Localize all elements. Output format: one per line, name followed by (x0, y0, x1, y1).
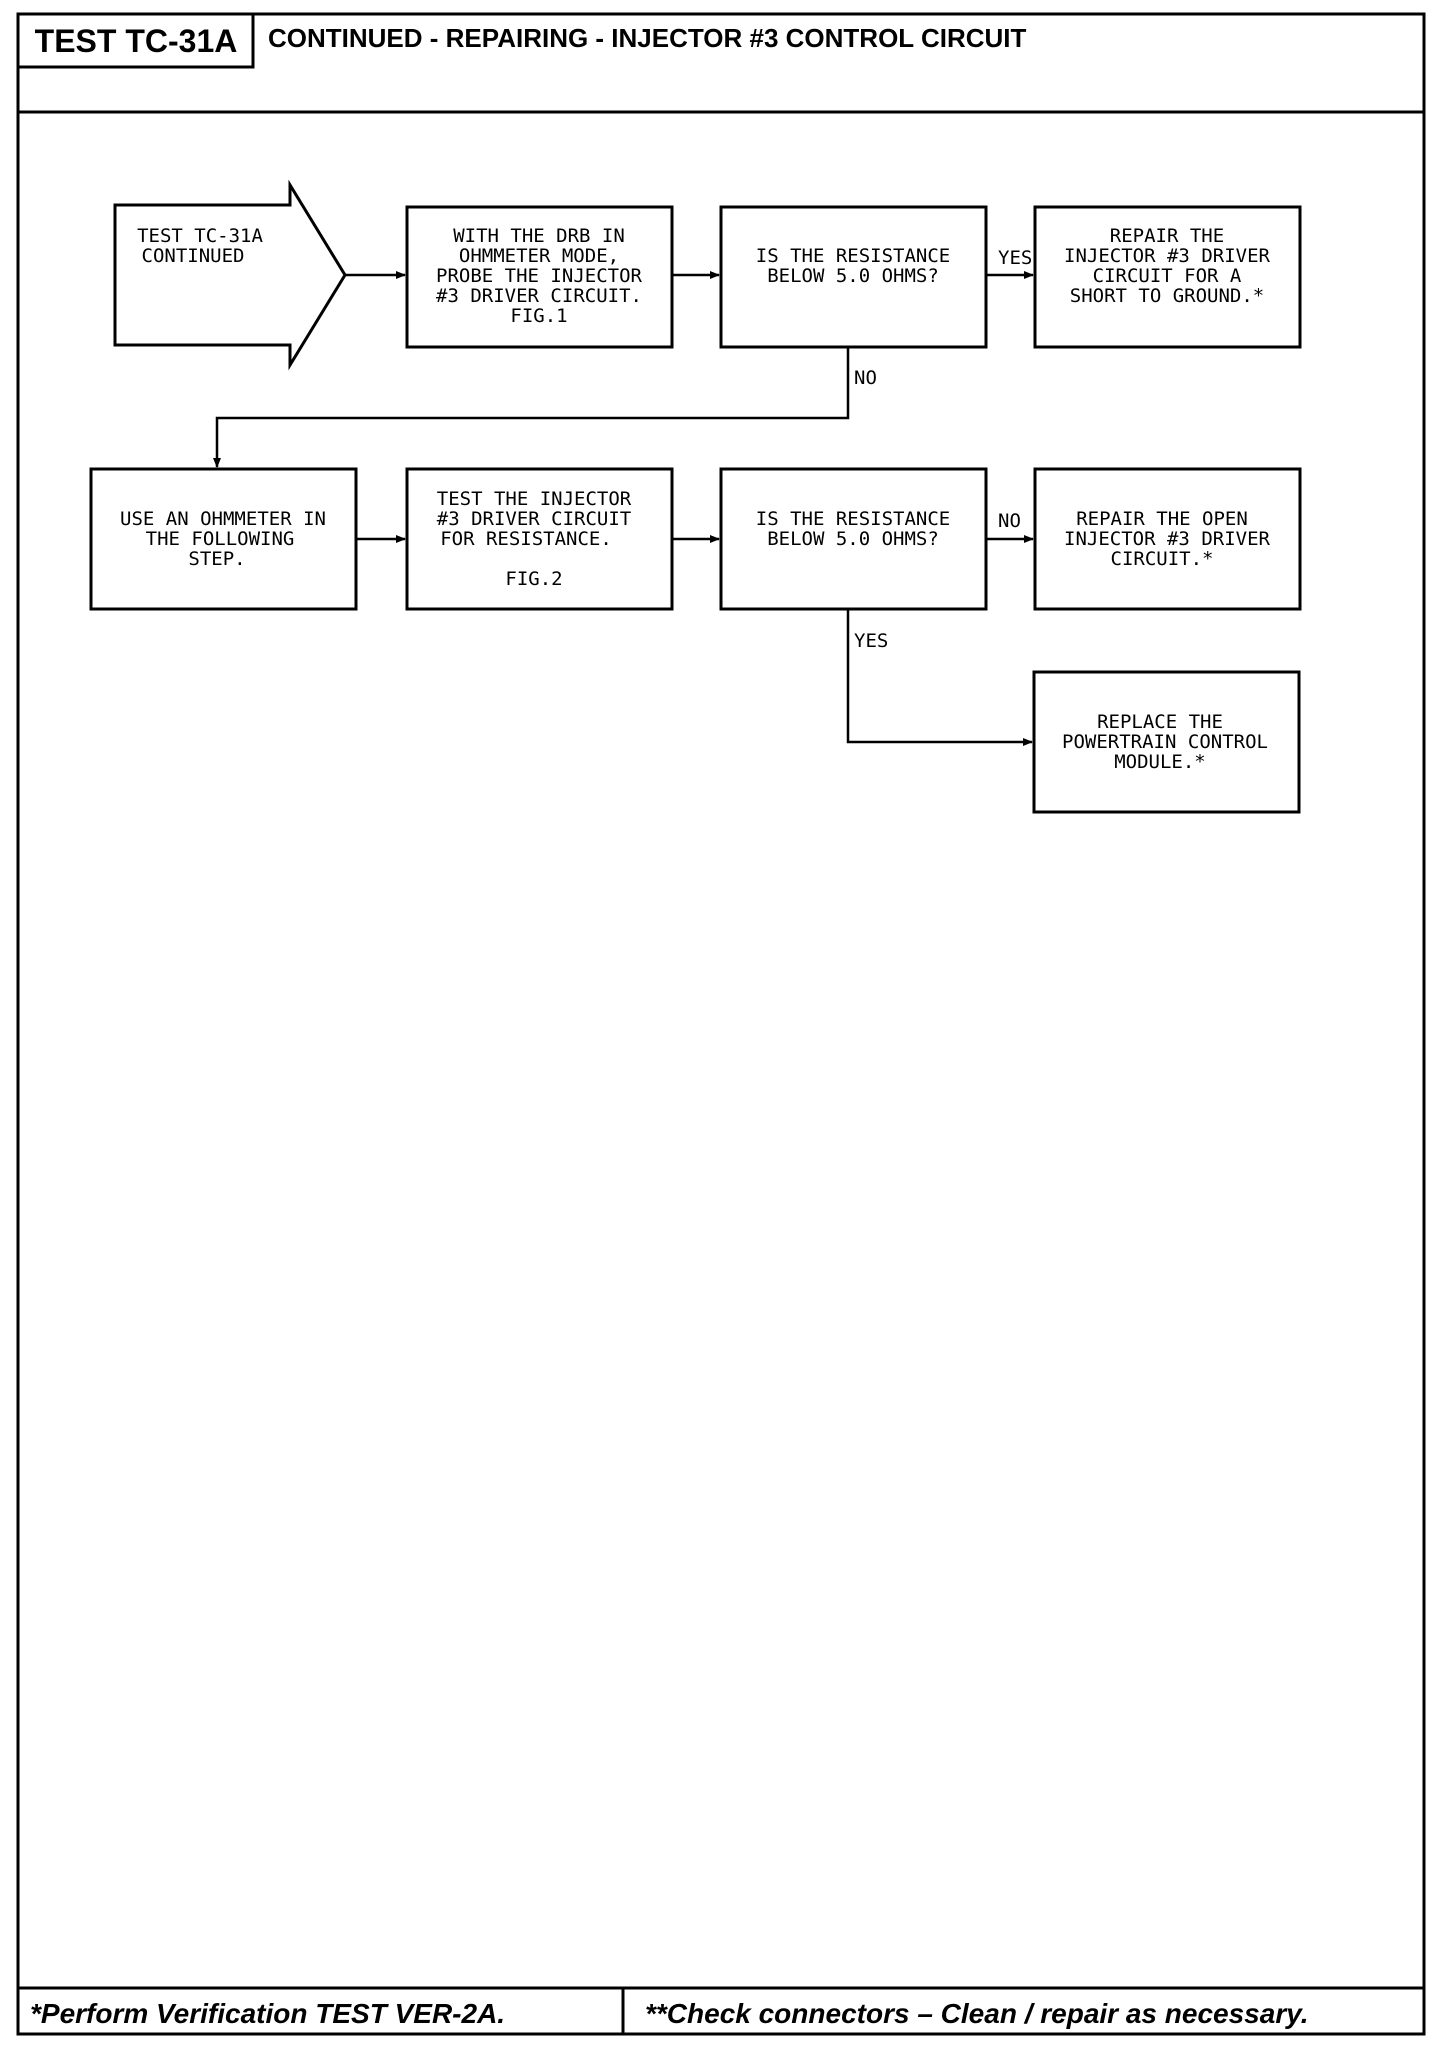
box-probe-line-5: FIG.1 (510, 305, 567, 327)
box-repair-open-line-2: INJECTOR #3 DRIVER (1064, 528, 1270, 550)
box-repair-open-line-1: REPAIR THE OPEN (1076, 508, 1248, 530)
label-yes-1: YES (998, 247, 1032, 269)
box-probe-line-1: WITH THE DRB IN (453, 225, 625, 247)
footer-connectors-note: **Check connectors – Clean / repair as n… (645, 1998, 1309, 2029)
box-repair-short-line-2: INJECTOR #3 DRIVER (1064, 245, 1270, 267)
box-test-injector-fig: FIG.2 (505, 568, 562, 590)
box-test-injector-line-3: FOR RESISTANCE. (440, 528, 612, 550)
start-arrow-line-1: TEST TC-31A (137, 225, 263, 247)
box-replace-pcm: REPLACE THE POWERTRAIN CONTROL MODULE.* (1032, 670, 1301, 814)
box-repair-short-line-1: REPAIR THE (1110, 225, 1224, 247)
connectors (213, 271, 1034, 746)
box-replace-pcm-line-2: POWERTRAIN CONTROL (1062, 731, 1268, 753)
box-repair-open-line-3: CIRCUIT.* (1111, 548, 1214, 570)
box-probe-injector: WITH THE DRB IN OHMMETER MODE, PROBE THE… (405, 205, 674, 349)
connector-decision-1-no (213, 347, 850, 468)
box-probe-line-2: OHMMETER MODE, (459, 245, 619, 267)
box-repair-short-line-3: CIRCUIT FOR A (1093, 265, 1242, 287)
box-replace-pcm-line-3: MODULE.* (1114, 751, 1206, 773)
box-use-ohmmeter: USE AN OHMMETER IN THE FOLLOWING STEP. (89, 467, 358, 611)
decision-1-line-2: BELOW 5.0 OHMS? (767, 265, 939, 287)
box-use-ohmmeter-line-2: THE FOLLOWING (146, 528, 295, 550)
box-use-ohmmeter-line-3: STEP. (188, 548, 245, 570)
label-no-2: NO (998, 510, 1021, 532)
box-repair-short-line-4: SHORT TO GROUND.* (1070, 285, 1264, 307)
box-repair-open: REPAIR THE OPEN INJECTOR #3 DRIVER CIRCU… (1033, 467, 1302, 611)
footer: *Perform Verification TEST VER-2A. **Che… (18, 1986, 1424, 2034)
header: TEST TC-31A CONTINUED - REPAIRING - INJE… (16, 12, 1424, 114)
box-probe-line-4: #3 DRIVER CIRCUIT. (436, 285, 642, 307)
box-use-ohmmeter-line-1: USE AN OHMMETER IN (120, 508, 326, 530)
box-test-injector-line-2: #3 DRIVER CIRCUIT (437, 508, 631, 530)
start-arrow: TEST TC-31A CONTINUED (113, 179, 347, 371)
connector-decision-2-yes (846, 609, 1033, 746)
decision-resistance-1: IS THE RESISTANCE BELOW 5.0 OHMS? (719, 205, 988, 349)
box-replace-pcm-line-1: REPLACE THE (1097, 711, 1223, 733)
label-no-1: NO (854, 367, 877, 389)
page-title: CONTINUED - REPAIRING - INJECTOR #3 CONT… (268, 23, 1026, 53)
start-arrow-line-2: CONTINUED (142, 245, 245, 267)
decision-1-line-1: IS THE RESISTANCE (756, 245, 950, 267)
decision-2-line-1: IS THE RESISTANCE (756, 508, 950, 530)
box-repair-short: REPAIR THE INJECTOR #3 DRIVER CIRCUIT FO… (1033, 205, 1302, 349)
label-yes-2: YES (854, 630, 888, 652)
box-test-injector-line-1: TEST THE INJECTOR (437, 488, 632, 510)
decision-resistance-2: IS THE RESISTANCE BELOW 5.0 OHMS? (719, 467, 988, 611)
test-id-box (16, 12, 255, 69)
box-test-injector: TEST THE INJECTOR #3 DRIVER CIRCUIT FOR … (405, 467, 674, 611)
footer-verification-note: *Perform Verification TEST VER-2A. (30, 1998, 505, 2029)
decision-2-line-2: BELOW 5.0 OHMS? (767, 528, 939, 550)
test-id: TEST TC-31A (35, 23, 238, 59)
page-border (16, 12, 1426, 2036)
box-probe-line-3: PROBE THE INJECTOR (436, 265, 642, 287)
